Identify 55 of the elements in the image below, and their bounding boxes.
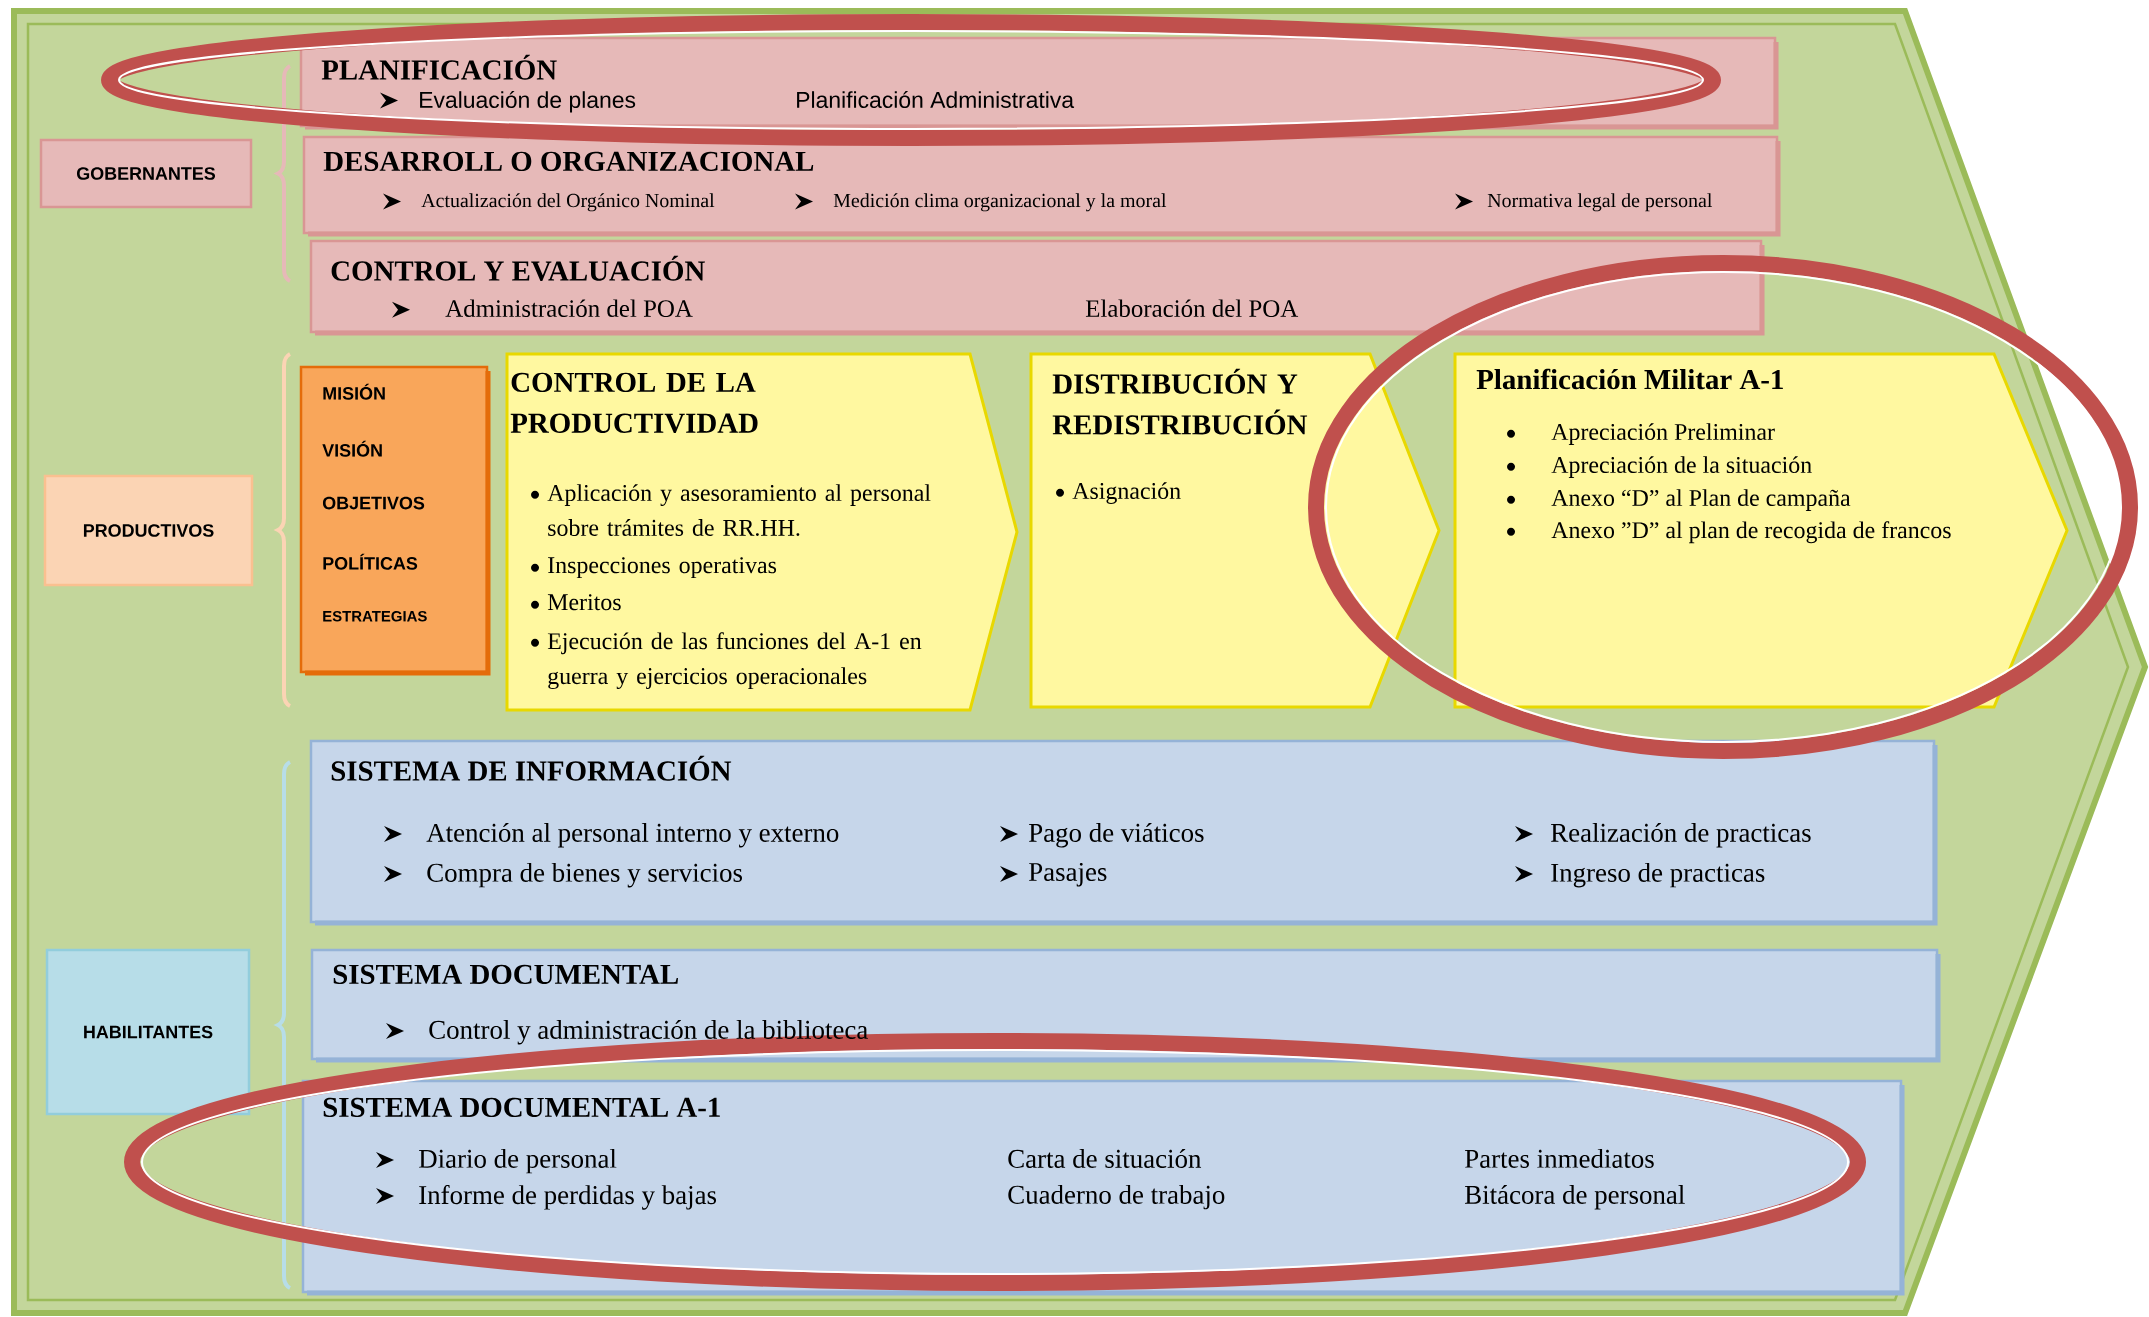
heading: DISTRIBUCIÓN Y REDISTRIBUCIÓN: [1052, 368, 1308, 435]
list-item: Planificación Administrativa: [797, 90, 1075, 109]
chevron-box: [1453, 352, 2069, 709]
list-item: Anexo “D” al Plan de campaña: [1551, 489, 1851, 511]
list-item: Ejecución de las funciones del A-1 en guerra y ejercicios operacionales: [547, 632, 922, 690]
list-item: Aplicación y asesoramiento al personal sobre trámites de RR.HH.: [547, 484, 931, 537]
list-item: MISIÓN: [323, 383, 385, 400]
list-item: VISIÓN: [322, 440, 382, 457]
list-item: Atención al personal interno y externo: [426, 822, 839, 848]
list-item: Carta de situación: [1008, 1148, 1202, 1168]
list-item: Meritos: [547, 594, 621, 611]
list-item: Pago de viáticos: [1029, 822, 1204, 848]
heading: CONTROL Y EVALUACIÓN: [331, 255, 705, 281]
heading: Planificación Militar A-1: [1476, 368, 1783, 390]
list-item: Ingreso de practicas: [1551, 862, 1765, 888]
list-item: Normativa legal de personal: [1487, 193, 1713, 212]
list-item: Elaboración del POA: [1085, 299, 1299, 317]
list-item: ESTRATEGIAS: [323, 610, 427, 622]
list-item: OBJETIVOS: [322, 496, 425, 510]
list-item: Cuaderno de trabajo: [1008, 1184, 1225, 1210]
list-item: Bitácora de personal: [1465, 1184, 1685, 1210]
list-item: Control y administración de la biblioteca: [429, 1019, 868, 1045]
banner: [299, 365, 491, 676]
list-item: Compra de bienes y servicios: [427, 862, 742, 888]
list-item: Apreciación Preliminar: [1551, 423, 1775, 445]
heading: SISTEMA DOCUMENTAL A-1: [323, 1097, 720, 1118]
category-box: PRODUCTIVOS: [43, 474, 254, 587]
chevron-box: [505, 352, 1019, 712]
banner: [309, 739, 1938, 926]
list-item: Realización de practicas: [1551, 822, 1811, 848]
list-item: Informe de perdidas y bajas: [419, 1184, 717, 1210]
list-item: Diario de personal: [419, 1148, 617, 1174]
list-item: Apreciación de la situación: [1551, 456, 1812, 478]
banner: [309, 239, 1765, 336]
banner: [302, 135, 1781, 237]
banner: [299, 36, 1779, 130]
heading: DESARROLL O ORGANIZACIONAL: [323, 151, 814, 172]
list-item: Actualización del Orgánico Nominal: [421, 193, 715, 212]
heading: PLANIFICACIÓN: [321, 54, 557, 80]
list-item: Anexo ”D” al plan de recogida de francos: [1551, 521, 1951, 544]
list-item: Administración del POA: [445, 299, 693, 317]
list-item: Evaluación de planes: [420, 90, 636, 113]
banner: [301, 1079, 1905, 1296]
banner: [310, 948, 1941, 1063]
list-item: Inspecciones operativas: [548, 557, 777, 579]
heading: SISTEMA DOCUMENTAL: [333, 964, 678, 985]
list-item: Medición clima organizacional y la moral: [833, 193, 1167, 212]
heading: SISTEMA DE INFORMACIÓN: [331, 755, 732, 781]
list-item: POLÍTICAS: [323, 553, 418, 570]
list-item: Partes inmediatos: [1465, 1148, 1654, 1168]
category-box: GOBERNANTES: [39, 138, 253, 209]
list-item: Asignación: [1072, 482, 1181, 504]
heading: CONTROL DE LA PRODUCTIVIDAD: [510, 372, 758, 434]
category-box: HABILITANTES: [45, 948, 251, 1116]
list-item: Pasajes: [1029, 862, 1107, 887]
